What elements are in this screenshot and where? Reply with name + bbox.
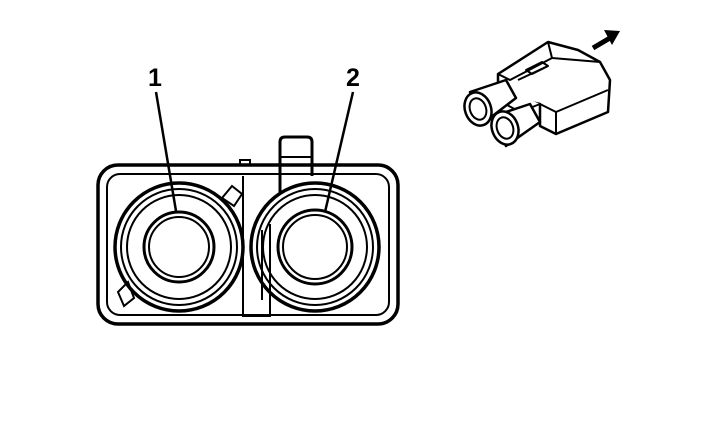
callout-2: 2 — [346, 64, 360, 92]
leader-line-1 — [154, 91, 178, 212]
connector-face-view: 1 2 — [96, 64, 400, 326]
connector-latch — [278, 135, 314, 192]
leader-line-2 — [323, 91, 355, 213]
callout-1: 1 — [148, 64, 162, 92]
terminal-cavity-2 — [249, 181, 381, 313]
terminal-cavity-1 — [113, 181, 245, 313]
arrow-up-right-icon — [591, 30, 620, 51]
connector-iso-view-icon — [463, 40, 612, 148]
connector-housing-outer — [96, 163, 400, 326]
left-key-tab — [220, 184, 244, 208]
